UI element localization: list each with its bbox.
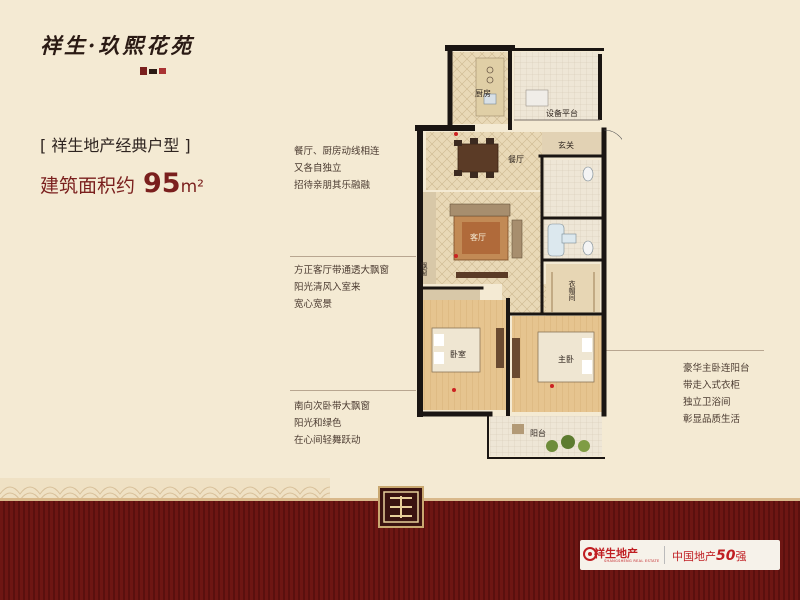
room-label-foyer: 玄关: [558, 140, 574, 150]
brand-logo: 祥生·玖熙花苑: [40, 30, 195, 75]
bay-window-floor: [422, 192, 436, 284]
leader-line: [604, 350, 764, 351]
bathtub-icon: [547, 223, 565, 257]
room-label-living: 客厅: [470, 232, 486, 242]
seal-icon: [383, 491, 419, 523]
seal-stamp: [378, 486, 424, 528]
area-label: 建筑面积约: [40, 175, 136, 197]
area-value: 95: [143, 168, 181, 199]
sofa: [449, 203, 511, 217]
room-label-second-bedroom: 卧室: [450, 349, 466, 359]
desc-line: 又各自独立: [294, 163, 342, 174]
chair: [454, 140, 462, 146]
tv-cabinet: [456, 272, 508, 278]
page-subtitle: [ 祥生地产经典户型 ]: [40, 136, 191, 155]
desc-line: 宽心宽景: [294, 299, 333, 310]
desc-master: 豪华主卧连阳台 带走入式衣柜 独立卫浴间 彰显品质生活: [683, 360, 750, 428]
equipment-box: [525, 89, 549, 107]
living-rug-inner: [462, 222, 500, 254]
desc-dining: 餐厅、厨房动线相连 又各自独立 招待亲朋其乐融融: [294, 143, 380, 194]
room-label-equipment: 设备平台: [546, 108, 578, 118]
bathroom-1-floor: [544, 160, 600, 216]
area-line: 建筑面积约 95m²: [40, 168, 204, 199]
leader-line: [290, 390, 416, 391]
footer-brand-en: SHANGSHENG REAL ESTATE: [604, 559, 660, 563]
sink-icon: [561, 233, 577, 244]
footer-rank: 中国地产50强: [672, 548, 746, 564]
marker-dot: [550, 384, 554, 388]
chair: [454, 170, 462, 176]
desc-line: 方正客厅带通透大飘窗: [294, 265, 390, 276]
room-label-wardrobe: 衣帽间: [568, 279, 576, 302]
chair: [470, 138, 478, 144]
balcony-chair: [512, 424, 524, 434]
leader-line: [290, 256, 416, 257]
dining-table: [457, 143, 499, 173]
stove-icon: [486, 66, 494, 74]
brand-seal-icon: [140, 67, 166, 75]
dresser: [512, 338, 520, 378]
equipment-platform-floor: [514, 52, 600, 120]
desc-line: 独立卫浴间: [683, 397, 731, 408]
toilet-icon: [582, 166, 594, 182]
desk: [496, 328, 504, 368]
desc-second-bedroom: 南向次卧带大飘窗 阳光和绿色 在心间轻舞跃动: [294, 398, 370, 449]
desc-line: 阳光和绿色: [294, 418, 342, 429]
wave-pattern: [0, 478, 330, 500]
marker-dot: [454, 132, 458, 136]
room-label-kitchen: 厨房: [475, 88, 491, 98]
desc-line: 餐厅、厨房动线相连: [294, 146, 380, 157]
room-label-balcony: 阳台: [530, 428, 546, 438]
rank-suffix: 强: [735, 550, 747, 563]
pillow: [582, 338, 592, 352]
plant-icon: [578, 440, 590, 452]
footer-brand-name: 祥生地产: [594, 547, 638, 560]
room-label-master: 主卧: [558, 354, 574, 364]
desc-line: 彰显品质生活: [683, 414, 741, 425]
chair: [470, 172, 478, 178]
stove-icon: [486, 76, 494, 84]
marker-dot: [452, 388, 456, 392]
equipment-railing: [512, 48, 604, 51]
marker-dot: [454, 254, 458, 258]
rank-text: 中国地产: [672, 550, 716, 563]
logo-divider: [664, 546, 665, 564]
desc-line: 招待亲朋其乐融融: [294, 180, 371, 191]
desc-living: 方正客厅带通透大飘窗 阳光清风入室来 宽心宽景: [294, 262, 389, 313]
room-label-dining: 餐厅: [508, 155, 524, 164]
brand-logo-icon: [583, 547, 597, 561]
pillow: [434, 352, 444, 364]
plant-icon: [561, 435, 575, 449]
desc-line: 带走入式衣柜: [683, 380, 741, 391]
entry-door-icon: [603, 129, 622, 141]
kitchen-counter: [475, 57, 505, 117]
pillow: [582, 360, 592, 374]
sink-icon: [483, 93, 497, 105]
desc-line: 阳光清风入室来: [294, 282, 361, 293]
wardrobe-floor: [546, 264, 600, 316]
chair: [486, 138, 494, 144]
plant-icon: [546, 440, 558, 452]
foyer-floor: [542, 132, 602, 156]
chair: [486, 172, 494, 178]
desc-line: 豪华主卧连阳台: [683, 363, 750, 374]
desc-line: 在心间轻舞跃动: [294, 435, 361, 446]
second-bedroom-window: [422, 288, 480, 300]
brand-name: 祥生·玖熙花苑: [40, 33, 195, 58]
room-label-bay-window: 飘窗: [420, 262, 428, 277]
rank-number: 50: [716, 548, 736, 564]
toilet-icon: [582, 240, 594, 256]
floor-plan: 厨房 设备平台 玄关 餐厅 客厅 飘窗 衣帽间 卧室 主卧 阳台: [415, 45, 622, 459]
area-unit: m²: [180, 177, 204, 197]
walls: [415, 45, 607, 459]
desc-line: 南向次卧带大飘窗: [294, 401, 371, 412]
sofa-side: [511, 219, 523, 259]
footer-logos: 祥生地产 SHANGSHENG REAL ESTATE 中国地产50强: [580, 540, 780, 570]
pillow: [434, 334, 444, 346]
